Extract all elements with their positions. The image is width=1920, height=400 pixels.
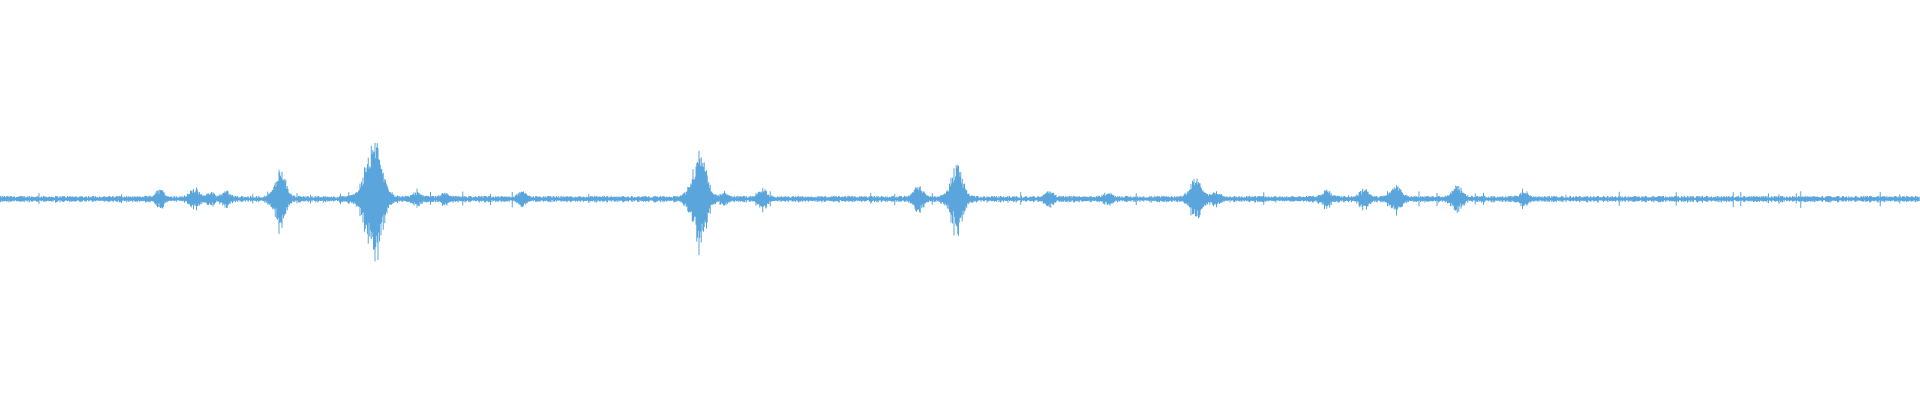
waveform-trace [0,142,1920,262]
